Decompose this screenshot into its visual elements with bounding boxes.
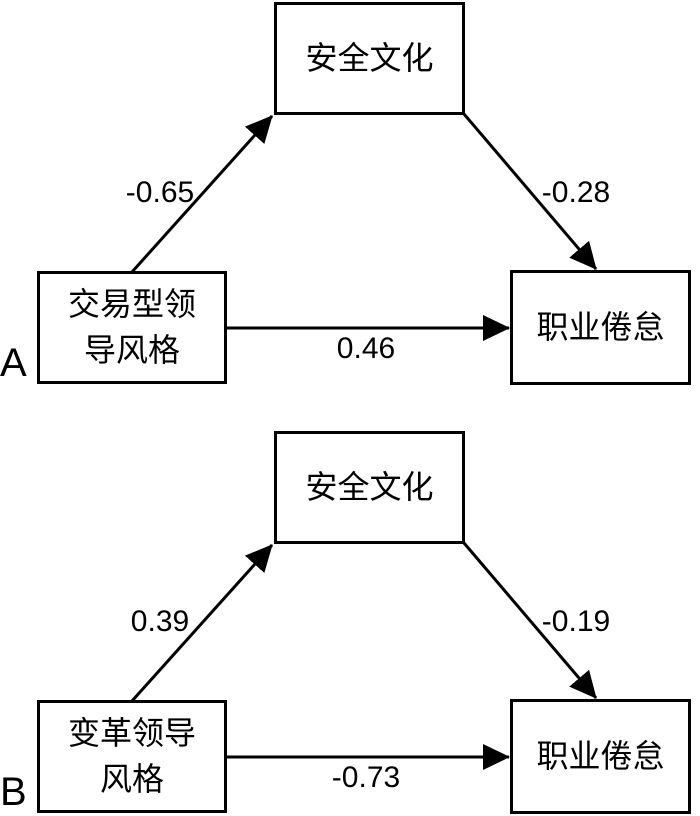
path-b-arrow-mediator-to-outcome xyxy=(462,542,598,699)
predictor-label-line2: 导风格 xyxy=(83,331,180,368)
panel-letter: A xyxy=(0,341,27,385)
outcome-box: 职业倦怠 xyxy=(510,699,691,814)
path-c-coefficient: -0.73 xyxy=(331,761,401,794)
path-b-arrow-mediator-to-outcome xyxy=(462,113,598,270)
path-c-coefficient: 0.46 xyxy=(336,332,396,365)
predictor-box: 变革领导 风格 xyxy=(37,700,227,813)
path-a-coefficient: 0.39 xyxy=(130,605,190,638)
path-a-coefficient: -0.65 xyxy=(125,176,195,209)
path-a-arrow-predictor-to-mediator xyxy=(130,114,274,274)
panel-a: 安全文化 交易型领 导风格 职业倦怠 -0.65 -0.28 0.46 A xyxy=(0,0,700,387)
path-b-coefficient: -0.19 xyxy=(541,605,611,638)
panel-a-arrows xyxy=(130,113,598,341)
mediator-label: 安全文化 xyxy=(305,468,434,505)
outcome-label: 职业倦怠 xyxy=(536,737,665,774)
predictor-box: 交易型领 导风格 xyxy=(37,271,227,384)
panel-b-arrows xyxy=(130,542,598,770)
mediator-label: 安全文化 xyxy=(305,39,434,76)
path-a-arrow-predictor-to-mediator xyxy=(130,543,274,703)
predictor-label-line1: 交易型领 xyxy=(67,286,196,323)
panel-letter: B xyxy=(0,770,27,814)
outcome-box: 职业倦怠 xyxy=(510,270,691,385)
path-b-coefficient: -0.28 xyxy=(541,176,611,209)
mediator-box: 安全文化 xyxy=(274,431,465,544)
mediator-box: 安全文化 xyxy=(274,2,465,115)
panel-b: 安全文化 变革领导 风格 职业倦怠 0.39 -0.19 -0.73 B xyxy=(0,429,700,816)
predictor-label-line1: 变革领导 xyxy=(67,715,196,752)
outcome-label: 职业倦怠 xyxy=(536,308,665,345)
predictor-label-line2: 风格 xyxy=(99,760,164,797)
